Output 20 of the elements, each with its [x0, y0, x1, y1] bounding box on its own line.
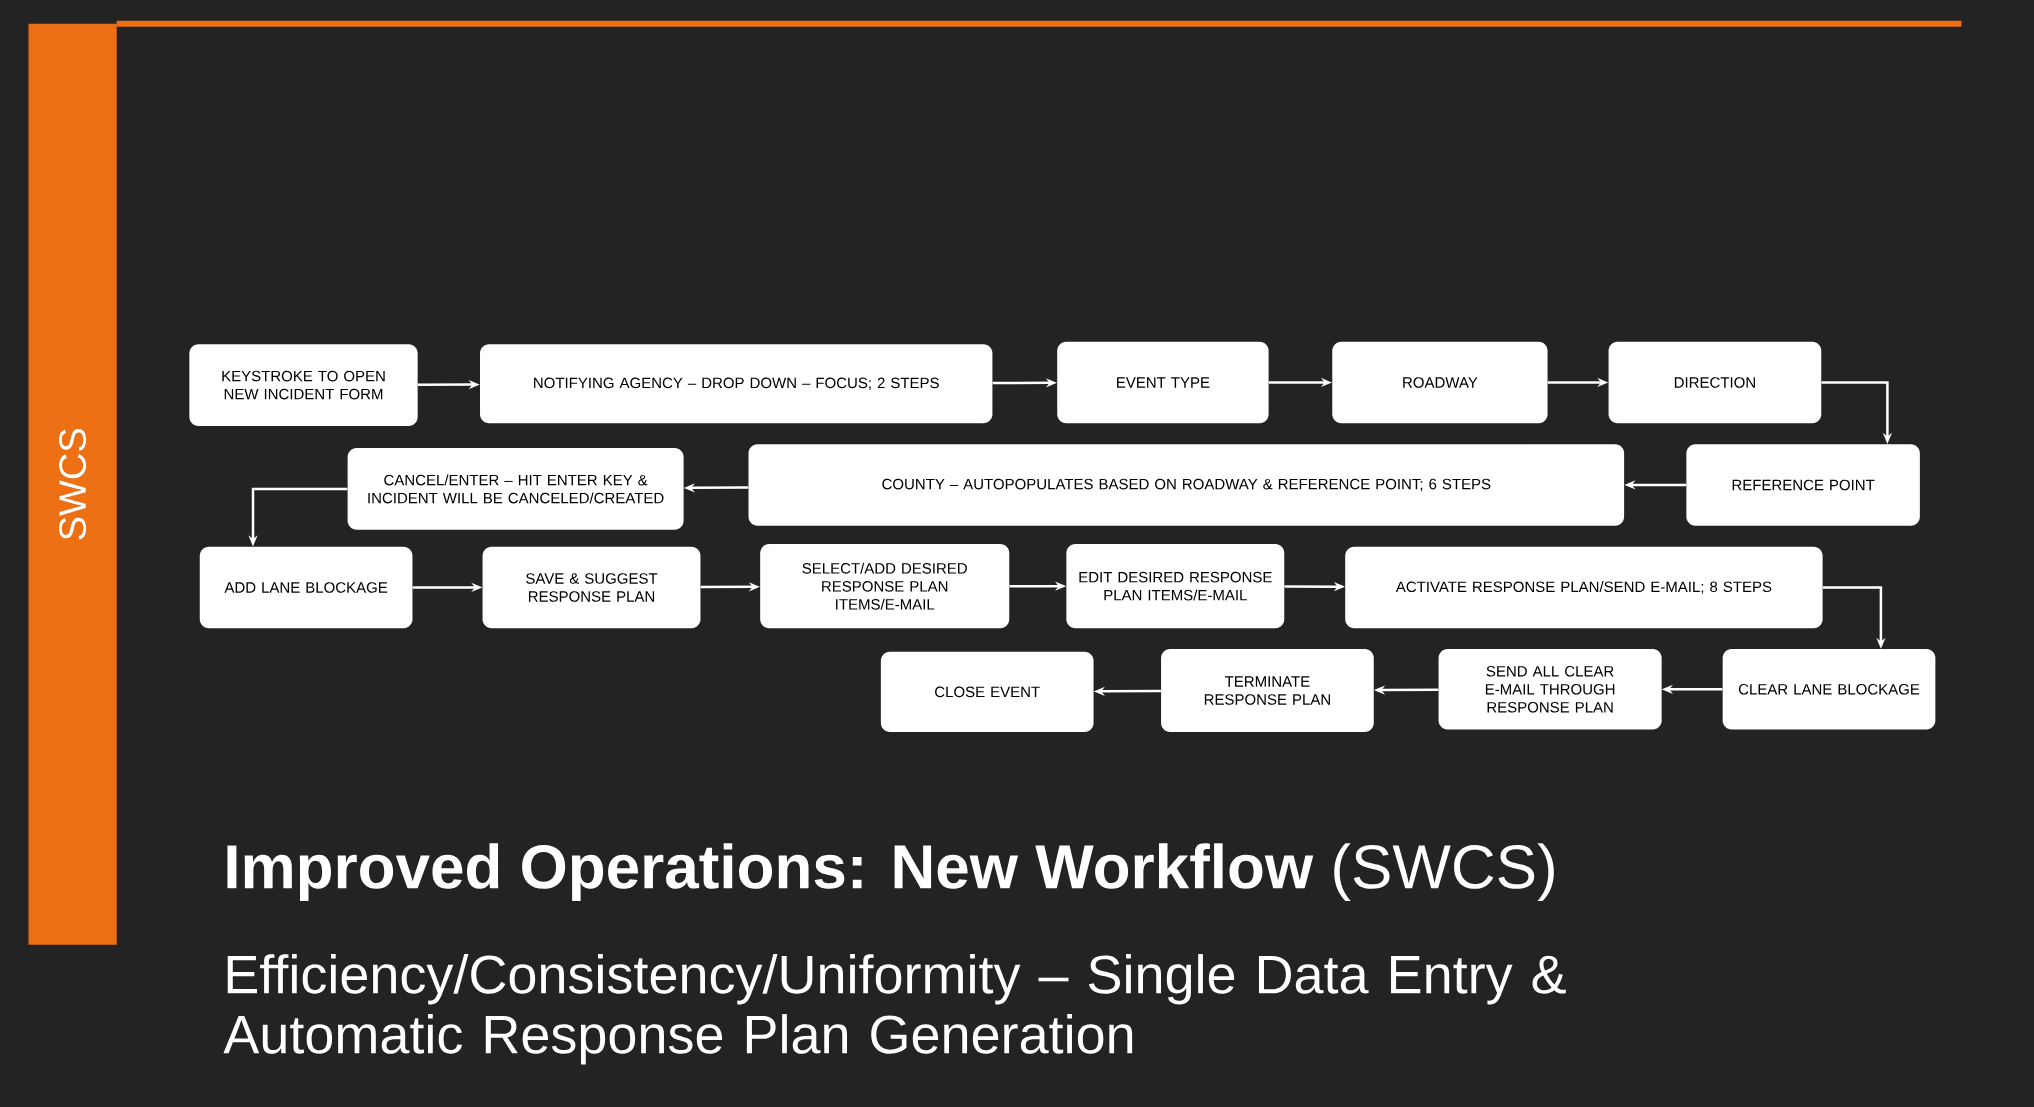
process-box: KEYSTROKE TO OPEN NEW INCIDENT FORM [189, 344, 418, 426]
subtitle: Efficiency/Consistency/Uniformity – Single Data Entry & Automatic Response Plan Generation [223, 954, 1566, 1065]
process-box: NOTIFYING AGENCY – DROP DOWN – FOCUS; 2 STEPS [480, 344, 993, 424]
process-box: TERMINATE RESPONSE PLAN [1161, 649, 1374, 733]
process-box: SEND ALL CLEAR E-MAIL THROUGH RESPONSE PLAN [1438, 649, 1662, 730]
process-box: ACTIVATE RESPONSE PLAN/SEND E-MAIL; 8 STEPS [1345, 546, 1823, 629]
side-band: SWCS [28, 23, 117, 945]
process-box: CLEAR LANE BLOCKAGE [1722, 649, 1936, 730]
process-box: COUNTY – AUTOPOPULATES BASED ON ROADWAY & REFERENCE POINT; 6 STEPS [748, 444, 1625, 526]
process-box: CLOSE EVENT [880, 651, 1094, 733]
process-box: ROADWAY [1332, 341, 1548, 424]
process-box: SAVE & SUGGEST RESPONSE PLAN [482, 546, 701, 629]
title: Improved Operations: New Workflow (SWCS) [227, 843, 1554, 902]
process-box: SELECT/ADD DESIRED RESPONSE PLAN ITEMS/E-MAIL [760, 544, 1010, 629]
process-box: EDIT DESIRED RESPONSE PLAN ITEMS/E-MAIL [1066, 544, 1285, 629]
process-box: CANCEL/ENTER – HIT ENTER KEY & INCIDENT WILL BE CANCELED/CREATED [347, 448, 684, 530]
process-box: REFERENCE POINT [1686, 444, 1920, 526]
process-box: DIRECTION [1608, 341, 1822, 424]
process-box: ADD LANE BLOCKAGE [199, 546, 413, 629]
process-box: EVENT TYPE [1057, 341, 1269, 424]
